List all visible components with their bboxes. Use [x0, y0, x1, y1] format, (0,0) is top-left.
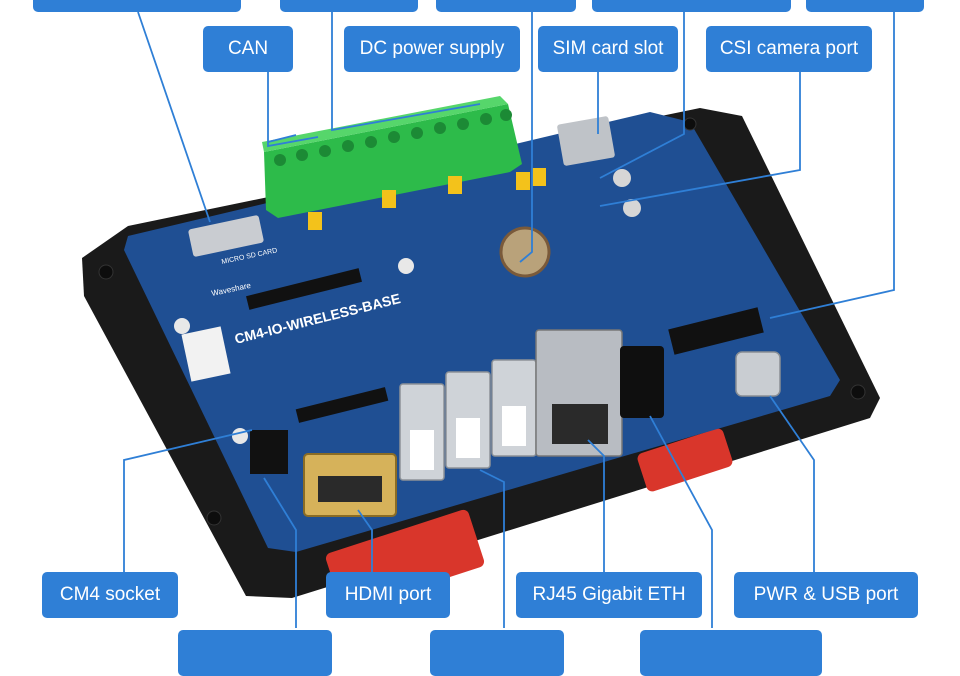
csi-connector [668, 307, 764, 355]
mounting-hole [398, 258, 414, 274]
terminal-block [264, 104, 522, 218]
sim-card-slot-label: SIM card slot [538, 26, 678, 72]
sim-card-slot [557, 116, 615, 166]
rj45-opening [552, 404, 608, 444]
hdmi-port-label: HDMI port [326, 572, 450, 618]
mounting-hole [623, 199, 641, 217]
rtc-battery [499, 226, 551, 278]
usb-ports [399, 359, 537, 481]
product-photo: MICRO SD CARD Waveshare CM4-IO-WIRELESS-… [82, 11, 895, 628]
jumpers [308, 168, 546, 230]
callout-bottom-1 [178, 630, 332, 676]
cm4-connector-top [246, 268, 362, 310]
callout-top-3 [436, 0, 576, 12]
csi-camera-port-label: CSI camera port [706, 26, 872, 72]
callout-bottom-2 [430, 630, 564, 676]
leader-lines [123, 11, 895, 628]
case-screw [206, 510, 222, 526]
pin-header [250, 430, 288, 474]
mounting-hole [232, 428, 248, 444]
callout-top-5 [806, 0, 924, 12]
dc-barrel-jack [620, 346, 664, 418]
cm4-connector-bottom [295, 387, 389, 423]
cm4-socket-label: CM4 socket [42, 572, 178, 618]
rj45-gigabit-eth-label: RJ45 Gigabit ETH [516, 572, 702, 618]
micro-sd-slot [188, 215, 264, 257]
case-screw [850, 384, 866, 400]
can-label: CAN [203, 26, 293, 72]
terminal-screws [274, 109, 512, 166]
case-screw [683, 117, 697, 131]
usb-c-port [735, 351, 781, 397]
callout-bottom-3 [640, 630, 822, 676]
hdmi-opening [318, 476, 382, 502]
label-patch [181, 326, 231, 382]
pcb-board [124, 112, 840, 552]
dc-power-supply-label: DC power supply [344, 26, 520, 72]
din-clip-right [637, 428, 733, 492]
mounting-hole [613, 169, 631, 187]
mounting-hole [174, 318, 190, 334]
callout-top-1 [33, 0, 241, 12]
callout-top-2 [280, 0, 418, 12]
pwr-usb-port-label: PWR & USB port [734, 572, 918, 618]
case-screw [98, 264, 114, 280]
callout-top-4 [592, 0, 791, 12]
